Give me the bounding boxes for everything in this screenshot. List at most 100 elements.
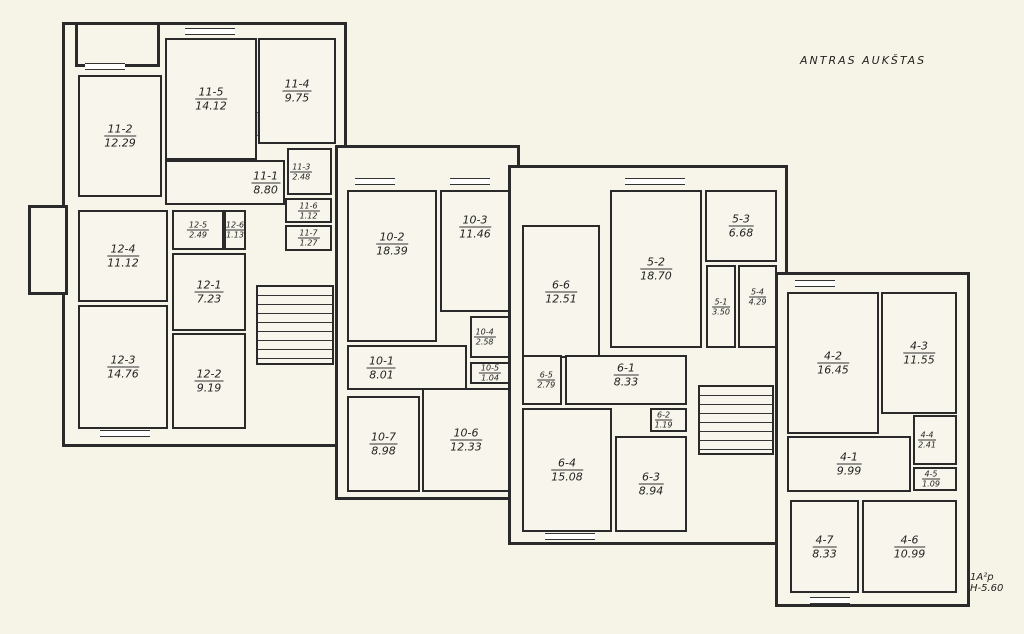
room-id: 6-1: [613, 362, 639, 376]
room-area: 10.99: [893, 547, 926, 560]
window: [545, 533, 595, 540]
room-area: 12.51: [545, 292, 577, 305]
room-area: 1.27: [299, 238, 318, 248]
room-area: 9.99: [836, 464, 862, 478]
room-id: 10-4: [473, 327, 496, 338]
room-id: 12-2: [194, 367, 224, 382]
room-area: 7.23: [196, 292, 222, 306]
room-area: 2.41: [918, 440, 936, 450]
room-id: 4-4: [918, 431, 936, 441]
room-area: 1.09: [922, 479, 940, 489]
window: [810, 597, 850, 604]
room-id: 10-2: [376, 230, 408, 245]
room-id: 4-2: [817, 350, 849, 364]
plan-title: ANTRAS AUKŠTAS: [800, 54, 927, 67]
room-id: 10-7: [369, 430, 398, 445]
room-id: 12-3: [107, 354, 139, 368]
room-area: 11.55: [903, 353, 935, 367]
window: [85, 63, 125, 70]
room-area: 12.29: [104, 136, 136, 150]
room-area: 2.58: [475, 337, 494, 347]
balcony: [75, 22, 160, 67]
room-id: 5-4: [748, 288, 767, 298]
room-id: 10-5: [478, 363, 502, 374]
room-id: 4-7: [812, 533, 837, 547]
room-id: 6-4: [551, 457, 583, 471]
room-id: 12-6: [223, 220, 247, 231]
room-id: 11-5: [195, 86, 227, 100]
room-id: 11-6: [297, 201, 320, 211]
room-id: 4-5: [922, 470, 940, 480]
room-area: 6.68: [728, 226, 754, 240]
room-id: 12-4: [107, 243, 139, 257]
window: [625, 178, 685, 185]
room-id: 10-3: [459, 214, 491, 228]
room-id: 6-2: [654, 411, 673, 421]
room-area: 8.01: [369, 368, 394, 381]
room-id: 11-1: [251, 169, 281, 183]
sheet-code: 1A²p H-5.60: [970, 572, 1003, 594]
balcony-west: [28, 205, 68, 295]
room-area: 9.75: [284, 91, 310, 105]
room-area: 3.50: [712, 307, 730, 316]
room-id: 4-6: [893, 533, 926, 547]
room-area: 12.33: [450, 440, 482, 454]
room-area: 11.46: [459, 227, 491, 241]
window: [185, 28, 235, 35]
room-area: 18.70: [640, 269, 672, 283]
room-id: 6-5: [537, 371, 556, 381]
room-id: 6-3: [638, 471, 664, 485]
room-area: 11.12: [107, 256, 139, 270]
room-id: 12-5: [186, 220, 210, 231]
room-area: 8.80: [253, 183, 278, 196]
window: [450, 178, 490, 185]
room-id: 10-1: [366, 354, 396, 368]
room-id: 11-7: [297, 228, 320, 239]
room-id: 4-3: [903, 340, 935, 354]
room-area: 1.13: [226, 230, 244, 240]
room-area: 18.39: [376, 244, 408, 258]
room-area: 15.08: [551, 470, 583, 484]
room-id: 12-1: [194, 278, 224, 293]
room-area: 1.04: [481, 373, 499, 383]
room-area: 8.94: [638, 484, 664, 498]
room-area: 2.49: [189, 230, 207, 240]
room-area: 14.12: [195, 99, 227, 113]
room-id: 11-2: [104, 123, 136, 137]
room-id: 5-3: [728, 213, 754, 227]
room-id: 5-2: [640, 256, 672, 270]
room-area: 14.76: [107, 367, 139, 381]
room-area: 8.33: [613, 375, 639, 389]
